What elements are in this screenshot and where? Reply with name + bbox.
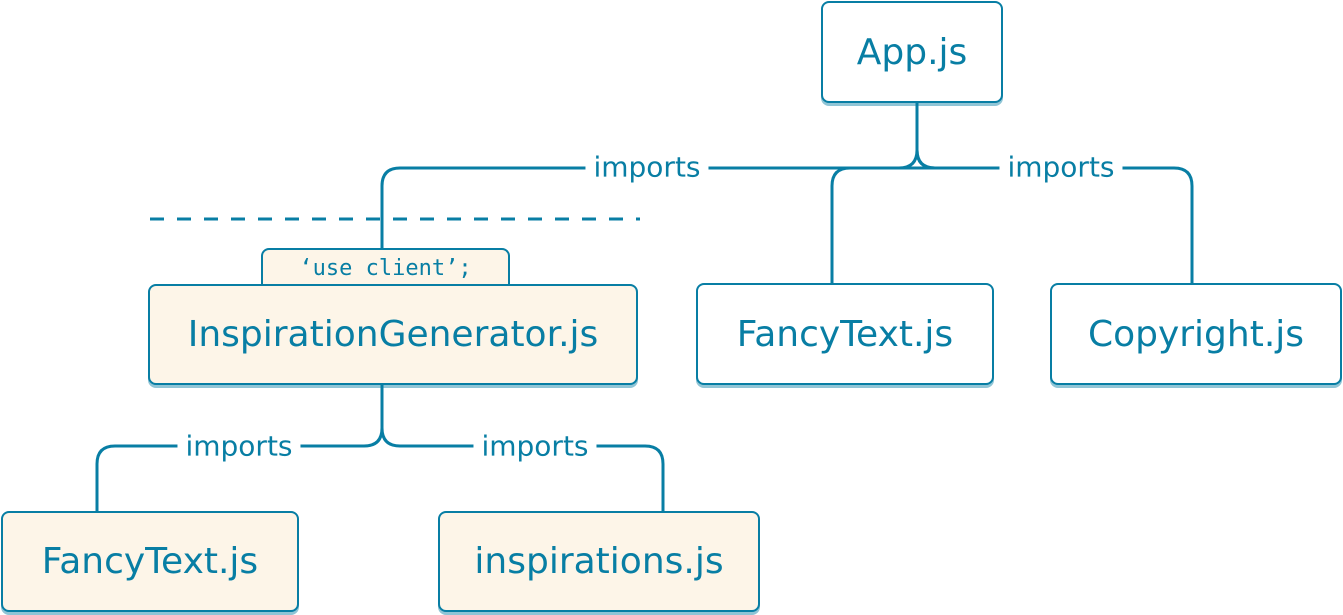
node-copyright: Copyright.js — [1050, 283, 1342, 385]
node-inspirations: inspirations.js — [438, 511, 760, 612]
edge-label-app-inspiration: imports — [585, 150, 709, 184]
edge-label-inspiration-fancytext: imports — [177, 429, 301, 463]
use-client-directive: ‘use client’; — [261, 248, 510, 286]
edge-app-fancytext — [830, 149, 936, 283]
node-fancytext-server: FancyText.js — [696, 283, 994, 385]
edge-app-inspiration — [380, 166, 899, 250]
node-inspiration-generator: InspirationGenerator.js — [148, 284, 638, 385]
node-app: App.js — [821, 1, 1003, 103]
edge-app-copyright — [915, 149, 1194, 283]
edge-label-inspiration-inspirations: imports — [473, 429, 597, 463]
edge-inspiration-inspirations — [380, 427, 665, 512]
app-trunk-line — [898, 103, 919, 170]
edge-inspiration-fancytext — [95, 444, 364, 512]
edge-label-app-copyright: imports — [999, 150, 1123, 184]
node-fancytext-client: FancyText.js — [1, 511, 299, 612]
inspiration-trunk-line — [363, 385, 384, 448]
